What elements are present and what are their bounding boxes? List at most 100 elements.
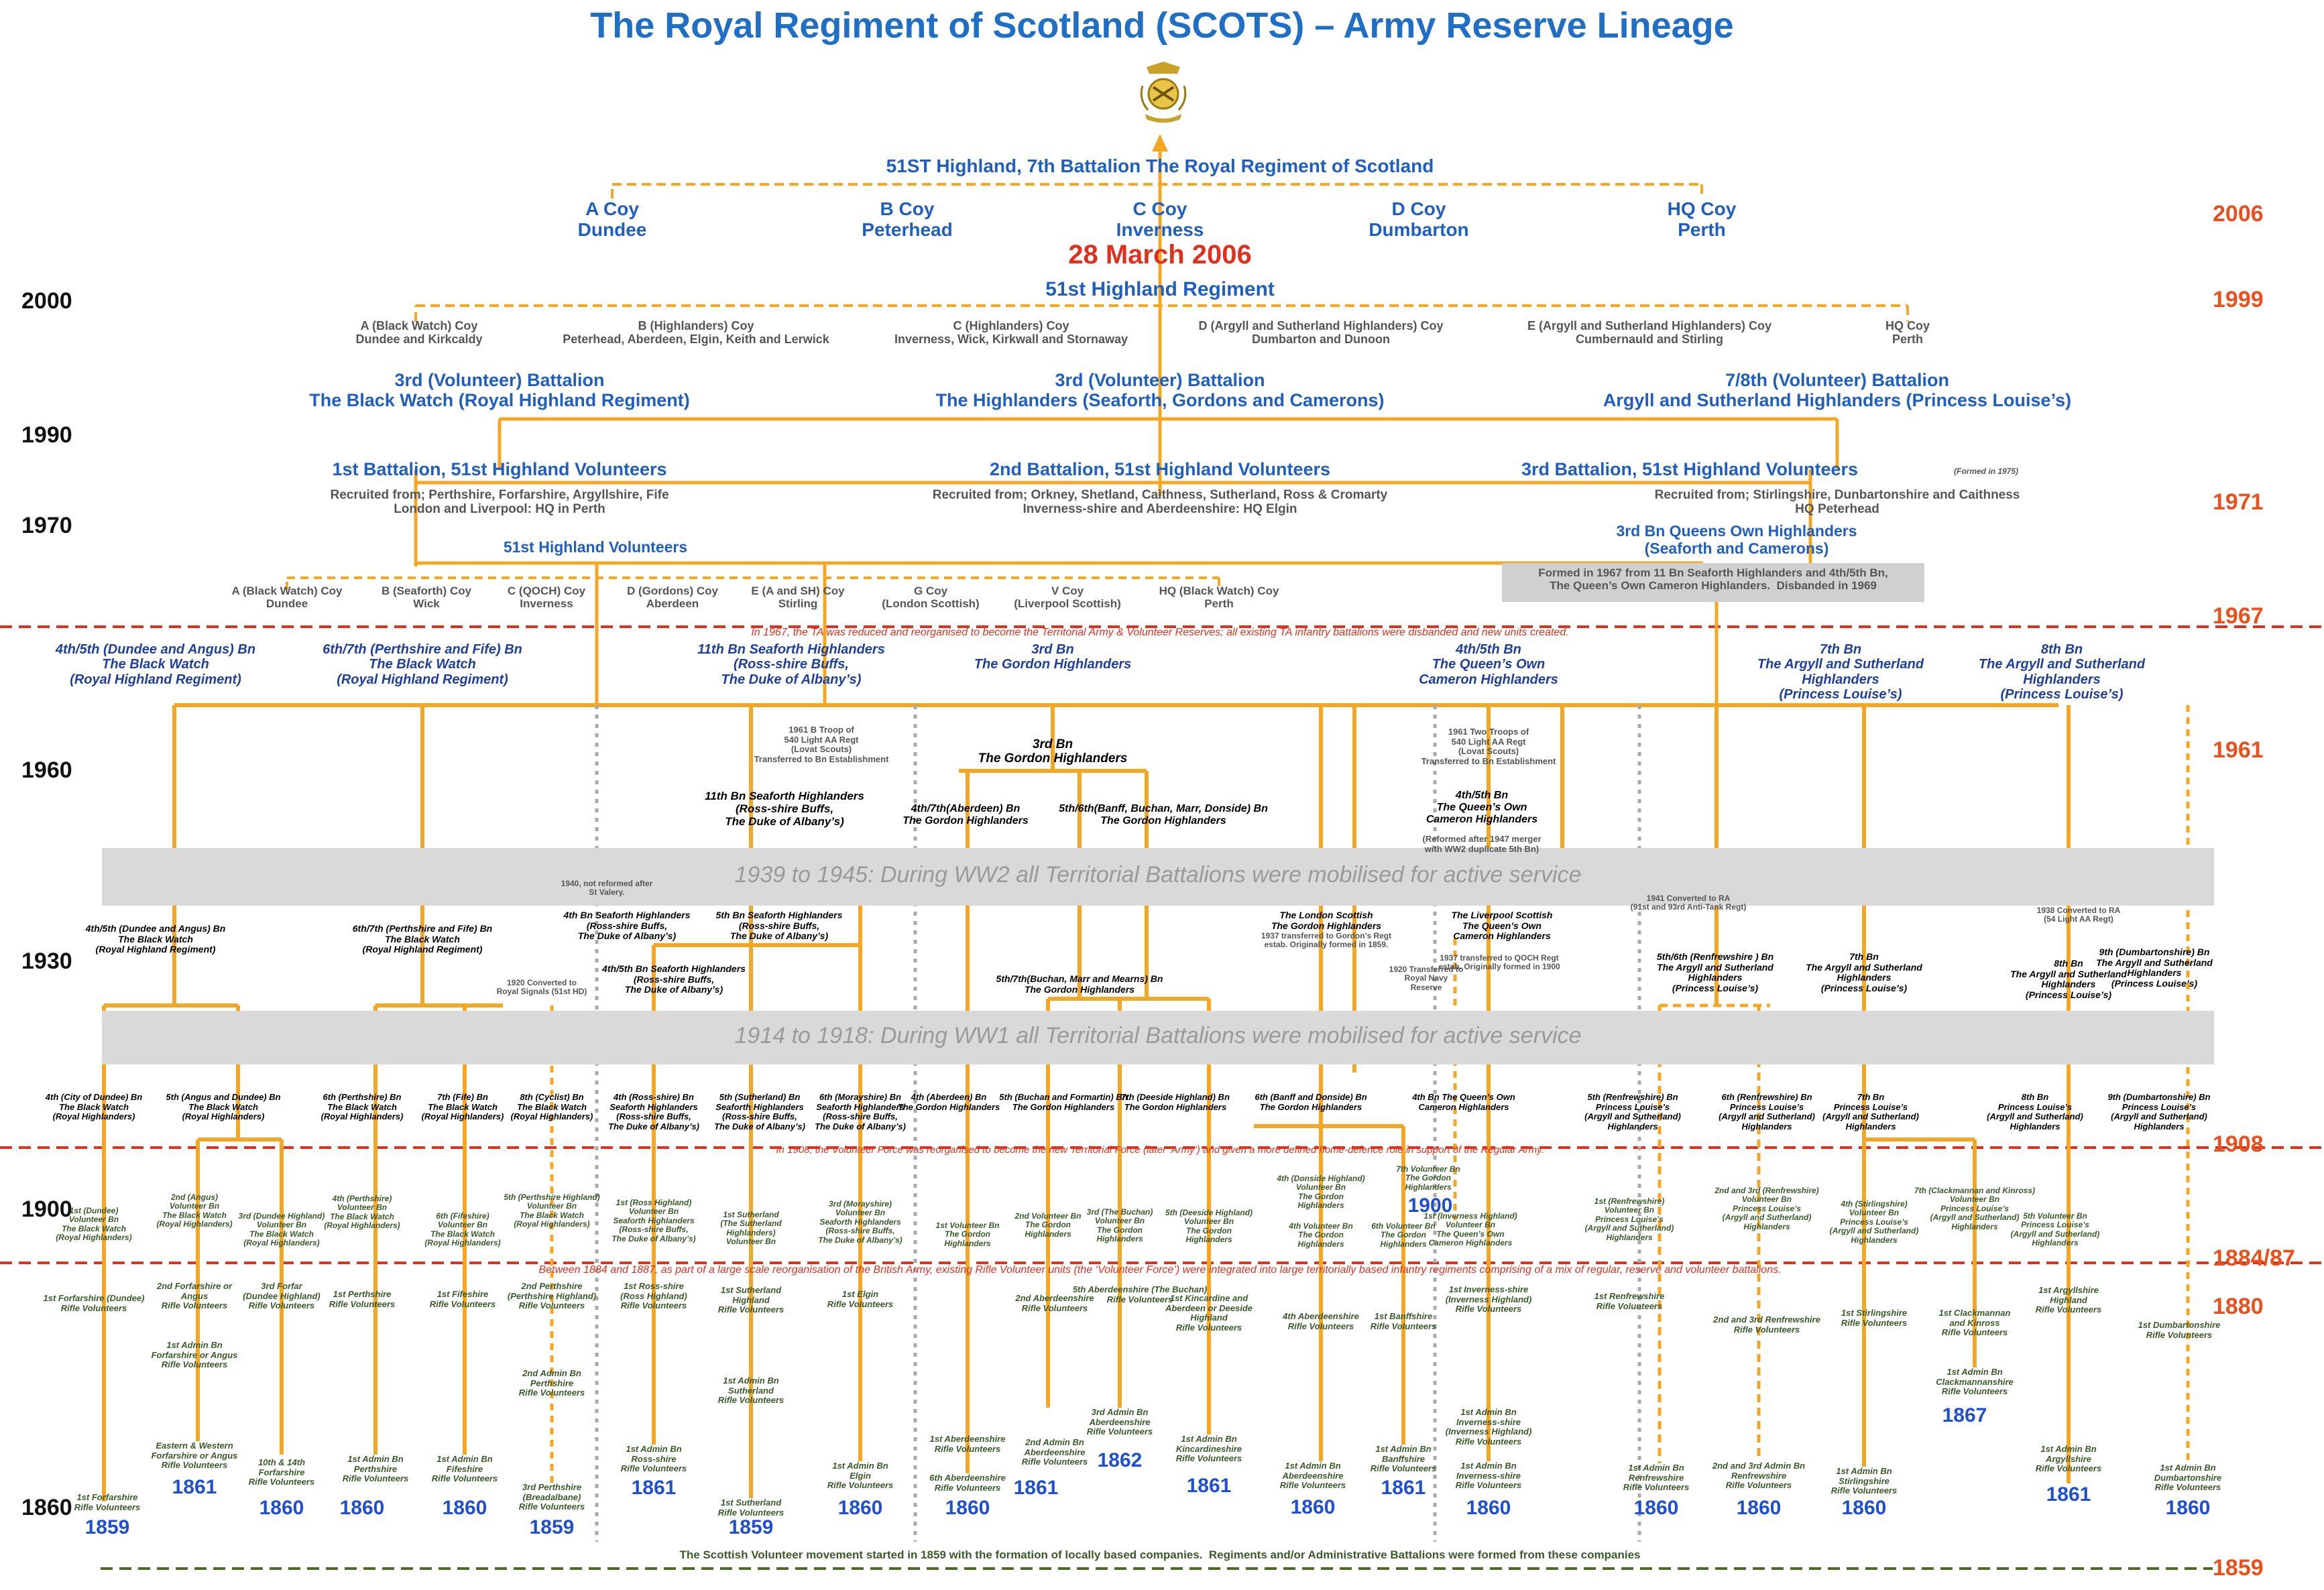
unit-1880: 2nd and 3rd Renfrewshire Rifle Volunteer… bbox=[1713, 1314, 1820, 1335]
unit-1908: 6th (Renfrewshire) Bn Princess Louise’s … bbox=[1719, 1092, 1815, 1132]
coy-1999: C (Highlanders) Coy Inverness, Wick, Kir… bbox=[894, 319, 1128, 347]
battalion-1967: 11th Bn Seaforth Highlanders (Ross-shire… bbox=[697, 642, 885, 687]
ww2-band bbox=[102, 848, 2214, 906]
unit-1860: 1st Admin Bn Fifeshire Rifle Volunteers bbox=[431, 1454, 498, 1484]
qoh-note: Formed in 1967 from 11 Bn Seaforth Highl… bbox=[1538, 566, 1888, 593]
unit-1900: 1st Sutherland (The Sutherland Highlande… bbox=[720, 1210, 782, 1247]
unit-1880: 1st Kincardine and Aberdeen or Deeside H… bbox=[1165, 1293, 1253, 1333]
founding-year: 1861 bbox=[631, 1477, 677, 1499]
ww1-band-text: 1914 to 1918: During WW1 all Territorial… bbox=[734, 1023, 1582, 1048]
unit-1880: 2nd Forfarshire or Angus Rifle Volunteer… bbox=[157, 1281, 232, 1311]
unit-1930: 1941 Converted to RA (91st and 93rd Anti… bbox=[1630, 894, 1747, 912]
unit-1930: 4th Bn Seaforth Highlanders (Ross-shire … bbox=[563, 910, 691, 942]
unit-1860: 1st Admin Bn Dumbartonshire Rifle Volunt… bbox=[2154, 1463, 2222, 1493]
coy-1999: A (Black Watch) Coy Dundee and Kirkcaldy bbox=[355, 319, 483, 347]
unit-1900: 7th Volunteer Bn The Gordon Highlanders bbox=[1396, 1164, 1460, 1192]
unit-1908: 7th Bn Princess Louise’s (Argyll and Sut… bbox=[1822, 1092, 1919, 1132]
coy-1967: G Coy (London Scottish) bbox=[882, 585, 980, 611]
ww1-band bbox=[102, 1011, 2214, 1064]
gordon-3rd-1961: 3rd Bn The Gordon Highlanders bbox=[978, 737, 1128, 766]
battalion-1967: 4th/5th Bn The Queen’s Own Cameron Highl… bbox=[1419, 642, 1558, 687]
year-right-label: 1967 bbox=[2213, 603, 2264, 629]
unit-1908: 7th (Deeside Highland) Bn The Gordon Hig… bbox=[1121, 1092, 1230, 1112]
unit-1908: 7th (Fife) Bn The Black Watch (Royal Hig… bbox=[421, 1092, 504, 1122]
red-note-1884: Between 1884 and 1887, as part of a larg… bbox=[538, 1264, 1782, 1276]
unit-1900: 6th Volunteer Bn The Gordon Highlanders bbox=[1371, 1221, 1436, 1249]
unit-1908: 4th (City of Dundee) Bn The Black Watch … bbox=[45, 1092, 143, 1122]
unit-1880: 1st Forfarshire (Dundee) Rifle Volunteer… bbox=[43, 1293, 145, 1313]
unit-1860: 1st Admin Bn Inverness-shire Rifle Volun… bbox=[1455, 1461, 1522, 1491]
coy-1967: B (Seaforth) Coy Wick bbox=[381, 585, 472, 611]
founding-year: 1861 bbox=[172, 1476, 217, 1498]
year-right-label: 1859 bbox=[2213, 1555, 2264, 1581]
unit-1900: 1st Volunteer Bn The Gordon Highlanders bbox=[935, 1221, 1000, 1248]
unit-1900: 5th (Perthshire Highland) Volunteer Bn T… bbox=[504, 1192, 600, 1229]
year-right-label: 1961 bbox=[2213, 737, 2264, 763]
coy-2006: D Coy Dumbarton bbox=[1369, 198, 1469, 241]
unit-1908: 8th (Cyclist) Bn The Black Watch (Royal … bbox=[510, 1092, 593, 1122]
unit-1880: 5th Aberdeenshire (The Buchan) Rifle Vol… bbox=[1072, 1284, 1208, 1304]
year-right-label: 1884/87 bbox=[2213, 1245, 2295, 1271]
founding-year: 1867 bbox=[1942, 1404, 1987, 1426]
founding-year: 1860 bbox=[1466, 1497, 1511, 1519]
unit-1930: 5th Bn Seaforth Highlanders (Ross-shire … bbox=[715, 910, 843, 942]
battalion-1971: 3rd Battalion, 51st Highland Volunteers bbox=[1521, 459, 1859, 479]
unit-1860: 1st Admin Bn Perthshire Rifle Volunteers bbox=[342, 1454, 409, 1484]
founding-year: 1859 bbox=[84, 1516, 130, 1538]
founding-year: 1860 bbox=[837, 1497, 883, 1519]
unit-1908: 5th (Angus and Dundee) Bn The Black Watc… bbox=[166, 1092, 281, 1122]
battalion-1967: 7th Bn The Argyll and Sutherland Highlan… bbox=[1757, 642, 1924, 702]
lovat-note: 1961 Two Troops of 540 Light AA Regt (Lo… bbox=[1421, 727, 1556, 766]
year-right-label: 1999 bbox=[2213, 287, 2264, 312]
unit-1860: 1st Admin Bn Ross-shire Rifle Volunteers bbox=[620, 1444, 687, 1474]
coy-1967: D (Gordons) Coy Aberdeen bbox=[627, 585, 718, 611]
qoh-1967: 3rd Bn Queens Own Highlanders (Seaforth … bbox=[1616, 522, 1857, 557]
unit-1930: 1937 transferred to Gordon’s Regt estab.… bbox=[1261, 931, 1392, 950]
year-left-label: 1930 bbox=[21, 949, 72, 974]
coy-2006: C Coy Inverness bbox=[1116, 198, 1204, 241]
coy-1967: V Coy (Liverpool Scottish) bbox=[1014, 585, 1121, 611]
unit-1900: 1st (Renfrewshire) Volunteer Bn Princess… bbox=[1584, 1197, 1674, 1242]
unit-1860: 1st Aberdeenshire Rifle Volunteers bbox=[929, 1434, 1006, 1454]
battalion-1990: 7/8th (Volunteer) Battalion Argyll and S… bbox=[1603, 370, 2072, 411]
founding-year: 1861 bbox=[2046, 1483, 2091, 1506]
year-right-label: 1880 bbox=[2213, 1294, 2264, 1319]
founding-year: 1861 bbox=[1013, 1477, 1059, 1499]
unit-1900: 4th Volunteer Bn The Gordon Highlanders bbox=[1289, 1221, 1353, 1249]
unit-1880: 1st Argyllshire Highland Rifle Volunteer… bbox=[2035, 1285, 2102, 1315]
unit-1930: 1938 Converted to RA (54 Light AA Regt) bbox=[2036, 906, 2121, 924]
unit-1900: 3rd (Morayshire) Volunteer Bn Seaforth H… bbox=[818, 1199, 903, 1245]
unit-1900: 2nd and 3rd (Renfrewshire) Volunteer Bn … bbox=[1715, 1186, 1819, 1231]
unit-1908: 4th (Aberdeen) Bn The Gordon Highlanders bbox=[897, 1092, 1000, 1112]
unit-1900: 7th (Clackmannan and Kinross) Volunteer … bbox=[1914, 1186, 2036, 1231]
founding-year: 1861 bbox=[1381, 1477, 1426, 1499]
red-note-1967: In 1967, the TA was reduced and reorgani… bbox=[751, 627, 1569, 638]
year-left-label: 1860 bbox=[21, 1495, 72, 1520]
lovat-note: 1961 B Troop of 540 Light AA Regt (Lovat… bbox=[754, 725, 889, 764]
volunteers-1967: 51st Highland Volunteers bbox=[503, 538, 688, 556]
unit-1860: 3rd Perthshire (Breadalbane) Rifle Volun… bbox=[518, 1482, 585, 1512]
unit-1880: 4th Aberdeenshire Rifle Volunteers bbox=[1283, 1311, 1359, 1331]
unit-1860: 2nd Admin Bn Aberdeenshire Rifle Volunte… bbox=[1021, 1437, 1088, 1467]
unit-1908: 6th (Perthshire) Bn The Black Watch (Roy… bbox=[321, 1092, 404, 1122]
unit-1880: 1st Renfrewshire Rifle Volunteers bbox=[1594, 1291, 1665, 1311]
gordon-4-7-1961: 4th/7th(Aberdeen) Bn The Gordon Highland… bbox=[903, 803, 1029, 827]
royal-regiment-of-scotland-crest-icon bbox=[1133, 59, 1194, 126]
unit-1908: 6th (Morayshire) Bn Seaforth Highlanders… bbox=[815, 1092, 906, 1132]
unit-1860: 2nd and 3rd Admin Bn Renfrewshire Rifle … bbox=[1712, 1461, 1806, 1491]
unit-1880: 1st Stirlingshire Rifle Volunteers bbox=[1841, 1308, 1908, 1328]
coy-1967: C (QOCH) Coy Inverness bbox=[507, 585, 586, 611]
coy-1967: E (A and SH) Coy Stirling bbox=[751, 585, 845, 611]
unit-1860: 1st Admin Bn Argyllshire Rifle Volunteer… bbox=[2035, 1444, 2102, 1474]
ww2-band-text: 1939 to 1945: During WW2 all Territorial… bbox=[734, 862, 1582, 888]
founding-year: 1859 bbox=[529, 1516, 575, 1538]
unit-1900: 2nd (Angus) Volunteer Bn The Black Watch… bbox=[156, 1192, 233, 1229]
unit-1880: 2nd Aberdeenshire Rifle Volunteers bbox=[1015, 1293, 1094, 1313]
unit-1900: 1st (Ross Highland) Volunteer Bn Seafort… bbox=[612, 1198, 696, 1243]
unit-1908: 8th Bn Princess Louise’s (Argyll and Sut… bbox=[1987, 1092, 2083, 1132]
unit-1900: 4th (Stirlingshire) Volunteer Bn Princes… bbox=[1829, 1199, 1919, 1245]
unit-1930: 1937 transferred to QOCH Regt estab. Ori… bbox=[1438, 953, 1560, 972]
unit-1930: 5th/6th (Renfrewshire ) Bn The Argyll an… bbox=[1656, 951, 1774, 994]
year-right-label: 2006 bbox=[2213, 201, 2264, 227]
unit-1900: 4th (Donside Highland) Volunteer Bn The … bbox=[1277, 1174, 1365, 1211]
